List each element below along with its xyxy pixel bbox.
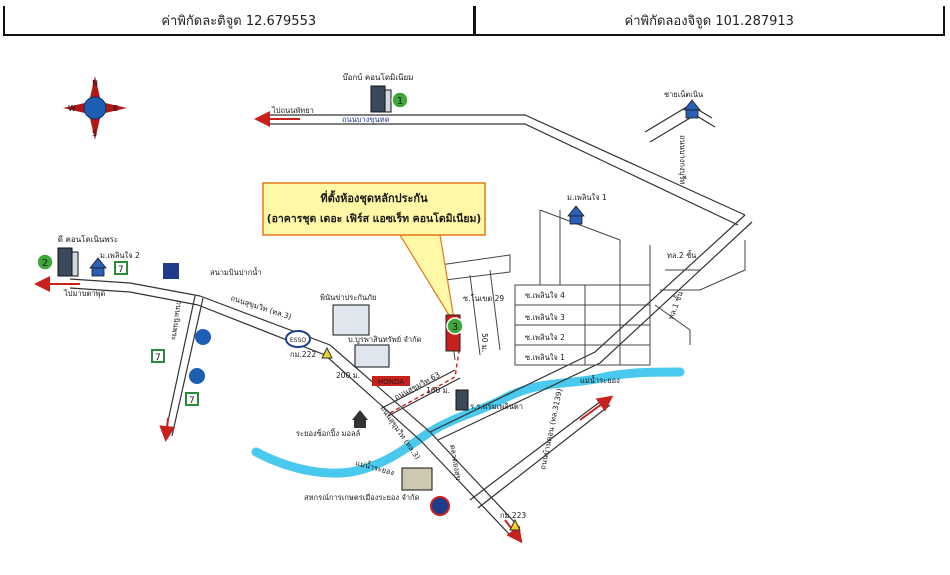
- label-200m: 200 ม.: [336, 371, 360, 380]
- location-map: N S E W ที่ตั้งห้องชุดหลักประกัน (อาคารช…: [34, 72, 753, 544]
- label-50m: 50 ม.: [480, 333, 489, 352]
- label-rd-nern: ถนนเนินพระ: [169, 300, 184, 341]
- label-river: แม่น้ำระยอง: [580, 375, 620, 385]
- label-soi-1: ซ.เพลินใจ 1: [525, 353, 565, 362]
- compass-e: E: [113, 104, 118, 113]
- label-soi-4: ซ.เพลินใจ 4: [525, 291, 565, 300]
- insurance-building: [332, 304, 370, 336]
- compass-n: N: [92, 79, 98, 88]
- river: [251, 367, 685, 478]
- bank-logo-icon-2: [195, 329, 211, 345]
- label-insurance: พินันข่าประกันภัย: [320, 293, 376, 302]
- callout-title: ที่ตั้งห้องชุดหลักประกัน: [320, 190, 428, 206]
- label-mall: ระยองซ็อกปิ้ง มอลล์: [296, 428, 360, 438]
- label-km222: กม.222: [290, 350, 316, 359]
- bank-logo-icon-3: [189, 368, 205, 384]
- label-to-map-ta-phut: ไปมาบตาพุด: [63, 289, 105, 298]
- svg-text:7: 7: [189, 396, 195, 406]
- svg-text:3: 3: [452, 322, 458, 333]
- marker-3: 3: [446, 317, 464, 335]
- seven-eleven-icons: 7 7 7: [114, 261, 199, 406]
- honda-label: HONDA: [378, 378, 404, 386]
- mall-icon: [352, 410, 368, 420]
- label-soi-3: ซ.เพลินใจ 3: [525, 313, 565, 322]
- ptt-logo-icon: [430, 496, 450, 516]
- coordinates-bar: ค่าพิกัดละติจูด 12.679553 ค่าพิกัดลองจิจ…: [3, 6, 945, 36]
- label-tr2: ทล.2 ชั้น: [667, 250, 696, 260]
- label-hotel: ร.ร.แรมเพลินตา: [470, 402, 523, 411]
- coop-building: [401, 467, 433, 491]
- label-market3: ชายเน็ตเนิน: [664, 89, 703, 99]
- label-soi-2: ซ.เพลินใจ 2: [525, 333, 565, 342]
- label-sukhumvit-left: ถนนสุขุมวิท (ทล.3): [229, 293, 292, 321]
- label-160m: 160 ม.: [426, 386, 450, 395]
- label-road-top: ถนนบางขุนทด: [342, 115, 390, 124]
- building-1: [370, 85, 392, 113]
- km222-marker: [321, 346, 333, 359]
- honda-badge: [372, 376, 410, 386]
- label-plern-jai-1: ม.เพลินใจ 1: [567, 193, 607, 202]
- building-2: [57, 247, 79, 277]
- callout-subtitle: (อาคารชุด เดอะ เฟิร์ส แอซเร็ท คอนโดมิเนี…: [267, 211, 481, 226]
- label-tr1: ทล.1 ชั้น: [665, 290, 684, 321]
- label-nern-phra-2: ม.เพลินใจ 2: [100, 251, 140, 260]
- marker-1: 1 บ๊อกบ์ คอนโดมิเนียม: [343, 72, 414, 109]
- label-km223: กม.223: [500, 511, 526, 520]
- label-market: ตลาดยงสุข: [448, 444, 463, 481]
- route-to-property: [389, 344, 461, 414]
- esso-label: ESSO: [290, 337, 306, 344]
- compass-rose: N S E W: [63, 76, 127, 140]
- compass-s: S: [92, 129, 97, 138]
- property-callout: ที่ตั้งห้องชุดหลักประกัน (อาคารชุด เดอะ …: [262, 182, 486, 326]
- school-building: [354, 344, 390, 368]
- bank-logo-icon: [163, 263, 179, 279]
- label-sanambin: สนามบินปากน้ำ: [210, 267, 262, 277]
- svg-text:2: 2: [42, 258, 48, 269]
- esso-icon: [285, 330, 311, 348]
- label-bank: บ.บูรพาสินทรัพย์ จำกัด: [348, 335, 422, 344]
- roads: [69, 104, 753, 536]
- svg-text:7: 7: [118, 265, 124, 275]
- house-icons: [89, 99, 701, 277]
- label-to-pattaya: ไปถนนพัทยา: [271, 106, 314, 115]
- km223-marker: [509, 518, 521, 531]
- compass-w: W: [68, 104, 76, 113]
- latitude-text: ค่าพิกัดละติจูด 12.679553: [161, 13, 317, 29]
- marker-2: 2 ดี คอนโดเนินพระ: [36, 234, 118, 271]
- svg-text:7: 7: [155, 353, 161, 363]
- svg-text:บ๊อกบ์ คอนโดมิเนียม: บ๊อกบ์ คอนโดมิเนียม: [343, 72, 414, 82]
- longitude-text: ค่าพิกัดลองจิจูด 101.287913: [472, 6, 944, 34]
- label-rd-bangkong: ถนนบางกงบุรีท: [678, 135, 687, 184]
- label-coop: สหกรณ์การเกษตรเมืองระยอง จำกัด: [304, 493, 420, 502]
- hotel-building: [455, 389, 469, 411]
- label-rd-3139: ถนนบ้านดอน (ทล.3139): [538, 388, 564, 471]
- svg-text:ดี คอนโดเนินพระ: ดี คอนโดเนินพระ: [58, 234, 118, 244]
- label-soi-29: ซ.โนเขต 29: [463, 294, 504, 303]
- svg-text:1: 1: [397, 96, 403, 107]
